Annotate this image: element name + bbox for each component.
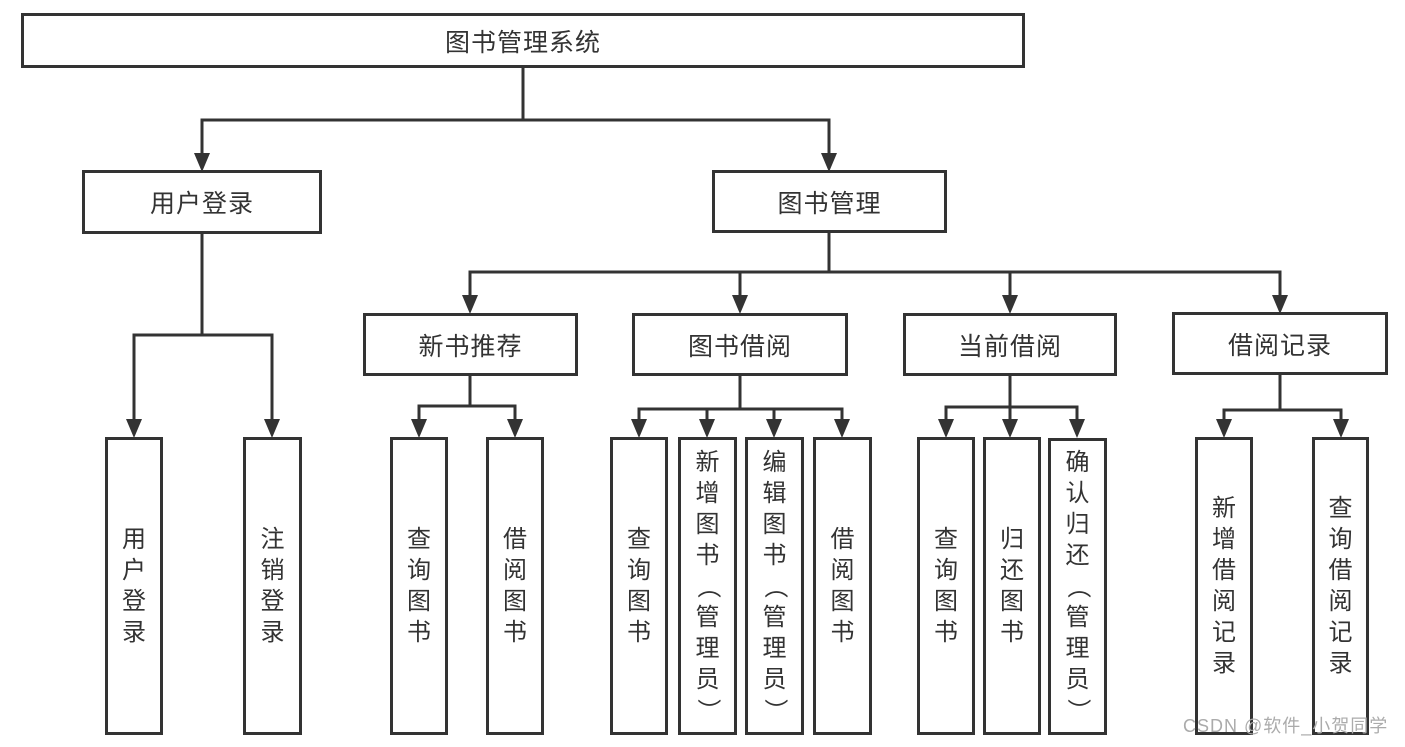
leaf-borrow-books-recommend: 借阅图书 xyxy=(486,437,544,735)
node-book-management: 图书管理 xyxy=(712,170,947,233)
node-label: 编辑图书（管理员） xyxy=(761,448,788,723)
node-label: 借阅记录 xyxy=(1227,331,1332,360)
node-label: 新书推荐 xyxy=(418,332,523,361)
node-label: 借阅图书 xyxy=(830,526,855,646)
leaf-query-books-current: 查询图书 xyxy=(917,437,975,735)
node-label: 注销登录 xyxy=(260,526,285,646)
node-label: 图书管理 xyxy=(777,189,882,218)
node-label: 新增图书（管理员） xyxy=(694,448,721,723)
node-label: 确认归还（管理员） xyxy=(1064,449,1091,723)
leaf-query-books-borrowing: 查询图书 xyxy=(610,437,668,735)
node-book-borrowing: 图书借阅 xyxy=(632,313,848,376)
leaf-return-books: 归还图书 xyxy=(983,437,1041,735)
leaf-user-login: 用户登录 xyxy=(105,437,163,735)
node-label: 当前借阅 xyxy=(957,332,1062,361)
leaf-logout: 注销登录 xyxy=(243,437,302,735)
node-new-book-recommendation: 新书推荐 xyxy=(363,313,578,376)
leaf-edit-books-admin: 编辑图书（管理员） xyxy=(745,437,804,735)
node-library-system: 图书管理系统 xyxy=(21,13,1025,68)
leaf-add-borrow-record: 新增借阅记录 xyxy=(1195,437,1253,735)
leaf-query-borrow-record: 查询借阅记录 xyxy=(1312,437,1369,735)
node-label: 查询图书 xyxy=(627,526,651,646)
node-current-borrowing: 当前借阅 xyxy=(903,313,1117,376)
node-label: 用户登录 xyxy=(122,526,146,646)
node-label: 查询图书 xyxy=(934,526,958,646)
node-label: 归还图书 xyxy=(1000,526,1024,646)
node-label: 新增借阅记录 xyxy=(1212,495,1236,677)
node-user-login: 用户登录 xyxy=(82,170,322,234)
leaf-add-books-admin: 新增图书（管理员） xyxy=(678,437,737,735)
node-label: 查询借阅记录 xyxy=(1328,495,1353,677)
node-label: 用户登录 xyxy=(149,190,254,218)
leaf-query-books-recommend: 查询图书 xyxy=(390,437,448,735)
node-label: 图书借阅 xyxy=(687,332,792,361)
node-label: 查询图书 xyxy=(407,526,431,646)
node-label: 图书管理系统 xyxy=(444,28,601,57)
node-borrowing-records: 借阅记录 xyxy=(1172,312,1388,375)
node-label: 借阅图书 xyxy=(503,526,527,646)
leaf-confirm-return-admin: 确认归还（管理员） xyxy=(1048,438,1107,735)
leaf-borrow-books-borrowing: 借阅图书 xyxy=(813,437,872,735)
watermark-text: CSDN @软件_小贺同学 xyxy=(1183,716,1389,736)
